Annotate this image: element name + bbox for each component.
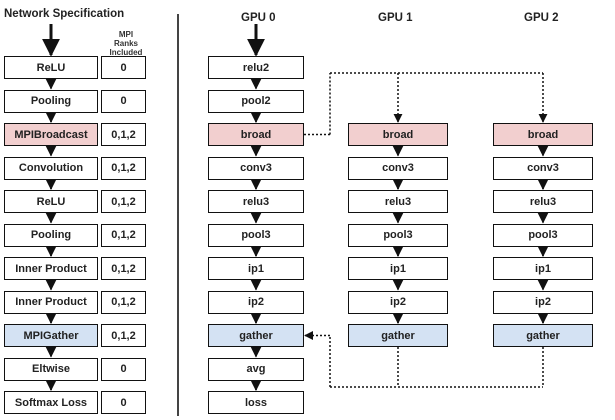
ranks-cell: 0 [101,56,146,79]
gpu2-layer-ip2: ip2 [493,290,593,314]
ranks-cell: 0,1,2 [101,223,146,247]
gpu0-layer-ip2: ip2 [208,290,304,314]
gpu2-layer-ip1: ip1 [493,257,593,280]
gpu1-layer-ip1: ip1 [348,257,448,280]
spec-layer-convolution: Convolution [4,156,98,180]
gpu2-layer-pool3: pool3 [493,223,593,247]
ranks-cell: 0,1,2 [101,123,146,146]
gpu0-layer-conv3: conv3 [208,156,304,180]
ranks-cell: 0 [101,357,146,381]
column-divider [177,14,179,416]
spec-layer-softmax-loss: Softmax Loss [4,391,98,414]
gpu0-layer-loss: loss [208,391,304,414]
gpu0-layer-pool3: pool3 [208,223,304,247]
gpu0-layer-ip1: ip1 [208,257,304,280]
ranks-cell: 0 [101,391,146,414]
ranks-cell: 0,1,2 [101,190,146,213]
ranks-cell: 0,1,2 [101,290,146,314]
mpi-ranks-header: MPI Ranks Included [109,30,143,57]
gpu2-header: GPU 2 [524,12,559,24]
spec-layer-mpigather: MPIGather [4,324,98,347]
gpu1-layer-conv3: conv3 [348,156,448,180]
spec-layer-pooling: Pooling [4,89,98,113]
gpu2-layer-conv3: conv3 [493,156,593,180]
gpu0-layer-avg: avg [208,357,304,381]
spec-layer-inner-product: Inner Product [4,290,98,314]
spec-layer-eltwise: Eltwise [4,357,98,381]
ranks-cell: 0,1,2 [101,324,146,347]
gpu0-header: GPU 0 [241,12,276,24]
ranks-cell: 0,1,2 [101,257,146,280]
gpu1-layer-relu3: relu3 [348,190,448,213]
gpu1-layer-gather: gather [348,324,448,347]
gpu0-layer-broad: broad [208,123,304,146]
gpu1-header: GPU 1 [378,12,413,24]
gpu0-layer-relu2: relu2 [208,56,304,79]
gpu0-layer-gather: gather [208,324,304,347]
gpu0-layer-relu3: relu3 [208,190,304,213]
gpu0-layer-pool2: pool2 [208,89,304,113]
spec-layer-mpibroadcast: MPIBroadcast [4,123,98,146]
network-specification-header: Network Specification [4,8,125,20]
gpu1-layer-ip2: ip2 [348,290,448,314]
spec-layer-pooling: Pooling [4,223,98,247]
spec-layer-relu: ReLU [4,190,98,213]
gpu2-layer-broad: broad [493,123,593,146]
ranks-cell: 0,1,2 [101,156,146,180]
spec-layer-inner-product: Inner Product [4,257,98,280]
gpu2-layer-gather: gather [493,324,593,347]
spec-layer-relu: ReLU [4,56,98,79]
ranks-cell: 0 [101,89,146,113]
gpu1-layer-pool3: pool3 [348,223,448,247]
flow-arrows [42,24,549,392]
gpu2-layer-relu3: relu3 [493,190,593,213]
gpu1-layer-broad: broad [348,123,448,146]
mpi-communication-links [304,72,548,388]
